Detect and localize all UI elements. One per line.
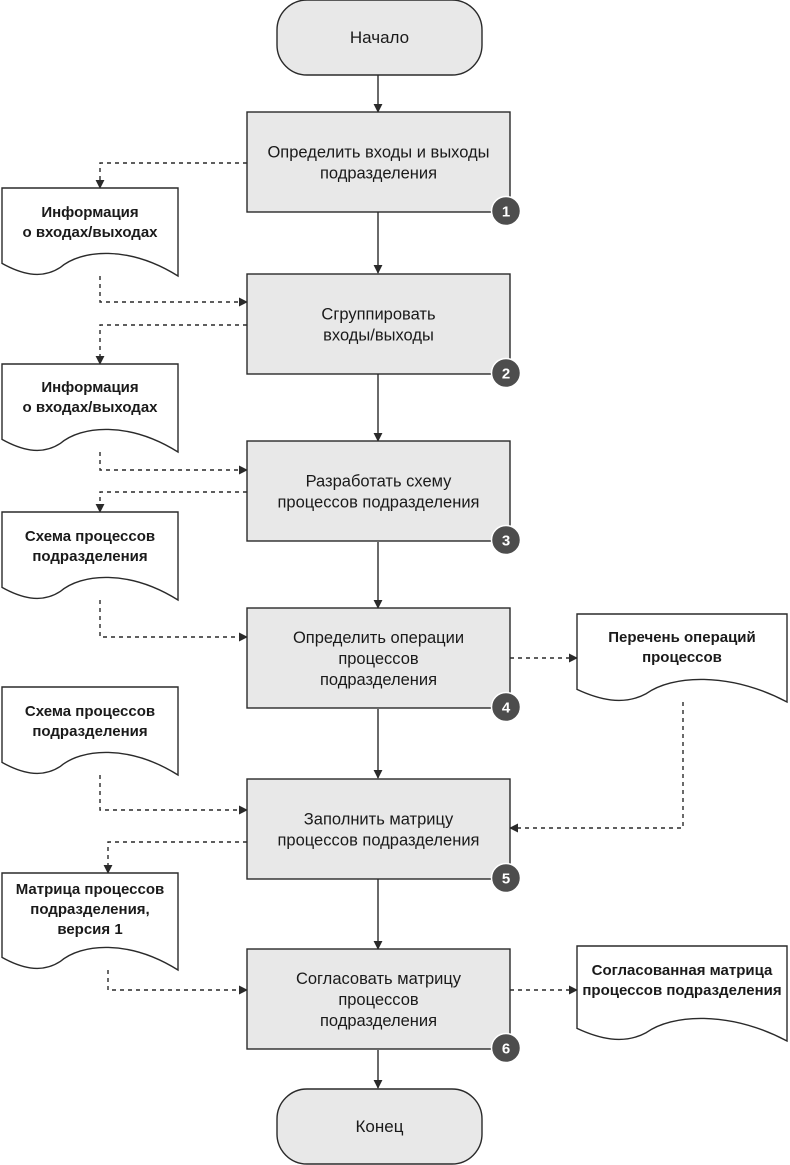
step-number: 1 <box>502 204 510 221</box>
process-step-label-line: Разработать схему <box>306 473 453 491</box>
process-step-6: Согласовать матрицу процессов подразделени… <box>246 948 522 1064</box>
process-step-box <box>246 273 511 375</box>
process-step-box <box>246 607 511 709</box>
document-3: Схема процессов подразделения <box>1 511 179 602</box>
document-5: Схема процессов подразделения <box>1 686 179 777</box>
process-step-label-line: Заполнить матрицу <box>304 811 454 829</box>
document-label-line: Схема процессов <box>25 528 155 545</box>
process-step-label-line: входы/выходы <box>323 327 434 345</box>
step-number-badge <box>490 691 522 723</box>
document-label-line: о входах/выходах <box>22 399 158 416</box>
document-label-line: процессов <box>642 649 722 666</box>
process-step-label-line: подразделения <box>320 165 437 183</box>
process-step-label-line: процессов <box>338 650 419 668</box>
start-label: Начало <box>350 28 409 47</box>
document-label-line: подразделения, <box>30 901 149 918</box>
document-label-line: Перечень операций <box>608 629 756 646</box>
connector-doc5-step5 <box>99 775 248 815</box>
process-step-4: Определить операции процессов подразделени… <box>246 607 522 723</box>
connector-doc6-step6 <box>107 970 248 995</box>
step-number: 4 <box>502 700 511 717</box>
document-label-line: версия 1 <box>57 921 122 938</box>
step-number: 2 <box>502 366 510 383</box>
step-number-badge <box>490 1032 522 1064</box>
process-step-box <box>246 440 511 542</box>
process-step-label-line: процессов подразделения <box>277 832 479 850</box>
document-7: Согласованная матрица процессов подраздел… <box>576 945 788 1043</box>
document-label-line: подразделения <box>32 548 147 565</box>
connector-doc3-step4 <box>99 600 248 642</box>
document-shape <box>1 872 179 972</box>
document-flow-connectors <box>95 162 684 995</box>
document-shape <box>1 363 179 454</box>
end-terminal: Конец <box>276 1088 483 1165</box>
process-step-5: Заполнить матрицу процессов подразделения… <box>246 778 522 894</box>
document-shape <box>576 945 788 1043</box>
document-label-line: процессов подразделения <box>582 982 781 999</box>
step-number-badge <box>490 862 522 894</box>
process-steps: Определить входы и выходы подразделения 1С… <box>246 111 522 1064</box>
process-step-label-line: процессов подразделения <box>277 494 479 512</box>
document-label-line: Информация <box>41 204 138 221</box>
document-4: Перечень операций процессов <box>576 613 788 704</box>
connector-step1-doc1 <box>95 162 247 189</box>
process-step-label-line: подразделения <box>320 671 437 689</box>
connector-doc1-step2 <box>99 276 248 307</box>
document-shape <box>576 613 788 704</box>
end-label: Конец <box>356 1117 404 1136</box>
connector-doc4-step5 <box>509 702 684 833</box>
document-1: Информация о входах/выходах <box>1 187 179 278</box>
process-step-label-line: Сгруппировать <box>321 306 435 324</box>
connector-step3-doc3 <box>95 491 247 513</box>
end-terminal-shape <box>276 1088 483 1165</box>
document-shape <box>1 686 179 777</box>
process-step-label-line: подразделения <box>320 1012 437 1030</box>
document-label-line: Информация <box>41 379 138 396</box>
connector-doc2-step3 <box>99 452 248 475</box>
process-step-label-line: Согласовать матрицу <box>296 970 462 988</box>
process-step-box <box>246 778 511 880</box>
process-step-label-line: процессов <box>338 991 419 1009</box>
document-label-line: Матрица процессов <box>16 881 164 898</box>
process-step-1: Определить входы и выходы подразделения 1 <box>246 111 522 227</box>
step-number: 5 <box>502 871 510 888</box>
start-terminal: Начало <box>276 0 483 76</box>
document-label-line: о входах/выходах <box>22 224 158 241</box>
process-step-box <box>246 948 511 1050</box>
step-number-badge <box>490 357 522 389</box>
document-label-line: Схема процессов <box>25 703 155 720</box>
document-2: Информация о входах/выходах <box>1 363 179 454</box>
document-6: Матрица процессов подразделения, версия 1 <box>1 872 179 972</box>
step-number-badge <box>490 524 522 556</box>
process-step-label-line: Определить входы и выходы <box>267 144 489 162</box>
document-label-line: Согласованная матрица <box>592 962 773 979</box>
process-step-3: Разработать схему процессов подразделения… <box>246 440 522 556</box>
process-step-label-line: Определить операции <box>293 629 464 647</box>
step-number: 6 <box>502 1041 510 1058</box>
process-step-2: Сгруппировать входы/выходы 2 <box>246 273 522 389</box>
step-number: 3 <box>502 533 510 550</box>
start-terminal-shape <box>276 0 483 76</box>
document-shape <box>1 187 179 278</box>
connector-step5-doc6 <box>103 841 247 874</box>
document-shape <box>1 511 179 602</box>
document-label-line: подразделения <box>32 723 147 740</box>
step-number-badge <box>490 195 522 227</box>
connector-step2-doc2 <box>95 324 247 365</box>
process-step-box <box>246 111 511 213</box>
